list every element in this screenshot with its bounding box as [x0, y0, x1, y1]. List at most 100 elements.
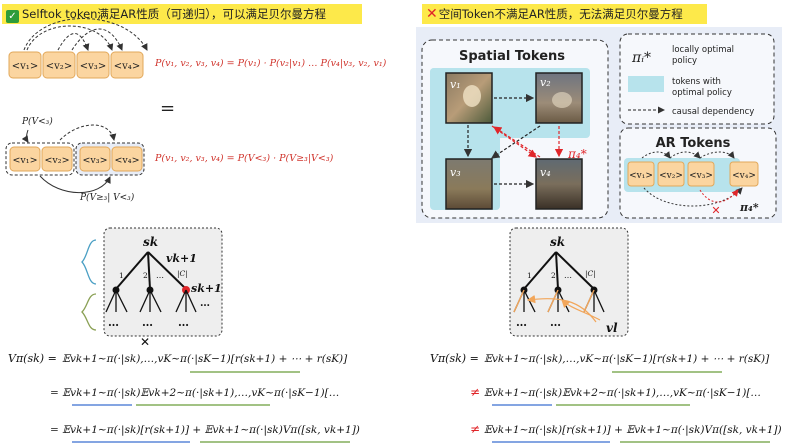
token-label: <v₁> — [629, 171, 653, 181]
dep-arrow — [23, 18, 148, 51]
tree-left: sk vk+1 1 2 … |C| sk+1 … … … … ✕ — [81, 227, 223, 349]
legend-item-1-text-line2: policy — [672, 56, 697, 66]
spatial-title: Spatial Tokens — [459, 49, 565, 64]
dep-arrow-red — [699, 189, 739, 203]
token-box — [657, 161, 685, 187]
token-box — [729, 161, 759, 187]
token-box — [687, 161, 715, 187]
tree-right: sk 1 2 … |C| … … vl — [509, 227, 629, 337]
tree-ellipsis: … — [108, 316, 119, 329]
token-box — [627, 161, 655, 187]
token-box — [8, 51, 42, 79]
token-box — [9, 146, 41, 172]
group-box-lt3 — [5, 142, 75, 176]
label-p-v-ge3-cond: P(V≥₃| V<₃) — [79, 192, 135, 203]
token-row-top: <v₁> <v₂> <v₃> <v₄> — [8, 18, 148, 79]
token-label: <v₁> — [12, 61, 38, 72]
tree-edge — [115, 251, 149, 290]
bellman-left-l1-lhs: Vπ(sk) = — [8, 352, 57, 365]
token-label: <v₁> — [12, 155, 37, 166]
tree-edge — [555, 251, 595, 290]
tree-child-label: vk+1 — [166, 252, 197, 265]
legend-item-1-text: locally optimal — [672, 45, 734, 55]
legend-swatch — [628, 76, 664, 92]
tree-edge — [147, 251, 187, 290]
ar-panel: AR Tokens <v₁> <v₂> <v₃> <v₄> ✕ π₄* — [619, 127, 777, 219]
token-label: <v₃> — [80, 61, 106, 72]
legend-pi-symbol: πᵢ* — [631, 50, 651, 66]
branch-label-1: 1 — [527, 271, 532, 280]
orange-arrow — [561, 299, 601, 321]
cell-label-v4: v₄ — [540, 166, 551, 179]
dep-arrow — [71, 28, 123, 51]
branch-dots: … — [564, 271, 572, 280]
tree-ellipsis: … — [550, 316, 561, 329]
branch-label-2: 2 — [551, 271, 556, 280]
neq-symbol: ≠ — [470, 385, 480, 399]
token-label: <v₂> — [44, 155, 69, 166]
legend-box — [619, 33, 775, 125]
tree-right-node-label: sk+1 — [191, 282, 222, 295]
token-box — [76, 51, 110, 79]
dog-shape — [463, 85, 481, 107]
legend-item-3: causal dependency — [672, 107, 754, 117]
bellman-right-l1-rhs: 𝔼vk+1∼π(·|sk),…,vK∼π(·|sK−1)[r(sk+1) + ⋯… — [484, 353, 770, 366]
pi4-label-ar: π₄* — [739, 201, 759, 214]
equation-bottom: P(v₁, v₂, v₃, v₄) = P(V<₃) · P(V≥₃|V<₃) — [154, 153, 334, 164]
neq-symbol: ≠ — [470, 422, 480, 436]
token-label: <v₄> — [114, 61, 140, 72]
check-icon: ✓ — [6, 10, 19, 23]
tree-edge — [555, 251, 559, 290]
token-label: <v₂> — [46, 61, 72, 72]
bellman-left: Vπ(sk) = 𝔼vk+1∼π(·|sk),…,vK∼π(·|sK−1)[r(… — [8, 352, 360, 443]
image-cell-3 — [445, 158, 493, 210]
orange-paths — [513, 289, 595, 313]
branch-label-c: |C| — [585, 269, 596, 278]
left-header: ✓Selftok token满足AR性质（可递归），可以满足贝尔曼方程 — [2, 4, 362, 24]
right-header-text: 空间Token不满足AR性质，无法满足贝尔曼方程 — [438, 7, 683, 21]
token-label: <v₂> — [659, 171, 683, 181]
legend-item-2-text-line2: optimal policy — [672, 88, 732, 98]
token-box — [79, 146, 111, 172]
dep-arrow — [26, 25, 114, 51]
bellman-left-l1-rhs: 𝔼vk+1∼π(·|sk),…,vK∼π(·|sK−1)[r(sk+1) + ⋯… — [62, 353, 348, 366]
dep-arrow — [39, 175, 111, 194]
left-header-text: Selftok token满足AR性质（可递归），可以满足贝尔曼方程 — [22, 7, 327, 21]
branch-label-c: |C| — [177, 269, 188, 278]
tree-leaves — [105, 289, 197, 313]
bellman-right: Vπ(sk) = 𝔼vk+1∼π(·|sk),…,vK∼π(·|sK−1)[r(… — [430, 352, 782, 443]
tree-edge — [147, 251, 151, 290]
blocked-cross-icon: ✕ — [711, 204, 720, 217]
tree-box-right — [509, 227, 629, 337]
token-label: <v₃> — [82, 155, 107, 166]
image-cell-4 — [535, 158, 583, 210]
bellman-left-l2: = 𝔼vk+1∼π(·|sk)𝔼vk+2∼π(·|sk+1),…,vK∼π(·|… — [50, 387, 339, 400]
dep-arrow — [669, 151, 701, 159]
dep-arrow — [641, 151, 671, 159]
tree-edge — [523, 251, 557, 290]
right-header: ✕空间Token不满足AR性质，无法满足贝尔曼方程 — [422, 4, 707, 24]
cell-label-v1: v₁ — [450, 78, 461, 91]
equation-top: P(v₁, v₂, v₃, v₄) = P(v₁) · P(v₂|v₁) … P… — [154, 58, 387, 69]
tree-box-left — [103, 227, 223, 337]
ar-title: AR Tokens — [656, 136, 731, 151]
cell-label-v2: v₂ — [540, 76, 551, 89]
tree-ellipsis: … — [178, 316, 189, 329]
branch-label-2: 2 — [143, 271, 148, 280]
token-box — [111, 146, 143, 172]
label-p-v-lt3: P(V<₃) — [21, 116, 53, 127]
tree-root-label: sk — [143, 235, 158, 249]
dog-shape — [552, 92, 572, 108]
equals-sign: = — [160, 98, 175, 119]
pi4-label-spatial: π₄* — [567, 147, 587, 161]
token-label: <v₃> — [689, 171, 713, 181]
dep-arrow — [699, 151, 735, 159]
branch-label-1: 1 — [119, 271, 124, 280]
brace-green — [81, 293, 97, 331]
branch-dots: … — [156, 271, 164, 280]
